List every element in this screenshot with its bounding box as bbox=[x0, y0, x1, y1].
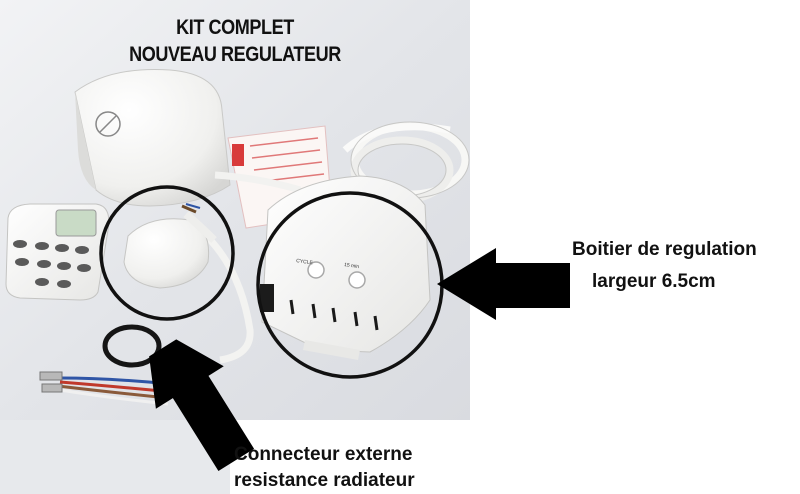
external-connector bbox=[123, 203, 217, 289]
boitier-callout-line1: Boitier de regulation bbox=[572, 239, 757, 260]
regulator-cover bbox=[74, 69, 231, 207]
timer-button bbox=[348, 271, 366, 289]
connector-arrow bbox=[149, 339, 255, 472]
regulation-box: CYCLE 15 min bbox=[260, 175, 431, 360]
kit-title-line1: KIT COMPLET bbox=[176, 16, 294, 39]
connector-highlight-circle bbox=[99, 185, 235, 321]
cycle-label: CYCLE bbox=[296, 258, 314, 266]
remote-display bbox=[55, 209, 97, 237]
wire-lug bbox=[39, 371, 63, 381]
cycle-button bbox=[307, 261, 325, 279]
wire-lug bbox=[41, 383, 63, 393]
prohibited-icon bbox=[95, 111, 121, 137]
power-switch bbox=[260, 284, 274, 312]
kit-title-line2: NOUVEAU REGULATEUR bbox=[129, 43, 341, 66]
photo-backdrop-bottom bbox=[0, 420, 230, 494]
remote-control bbox=[5, 203, 110, 301]
connecteur-callout-line2: resistance radiateur bbox=[234, 470, 415, 491]
box-arrow bbox=[437, 248, 570, 320]
timer-label: 15 min bbox=[344, 262, 360, 270]
boitier-callout-line2: largeur 6.5cm bbox=[592, 271, 716, 292]
connecteur-callout-line1: Connecteur externe bbox=[234, 444, 413, 465]
gasket-ring bbox=[102, 324, 162, 368]
